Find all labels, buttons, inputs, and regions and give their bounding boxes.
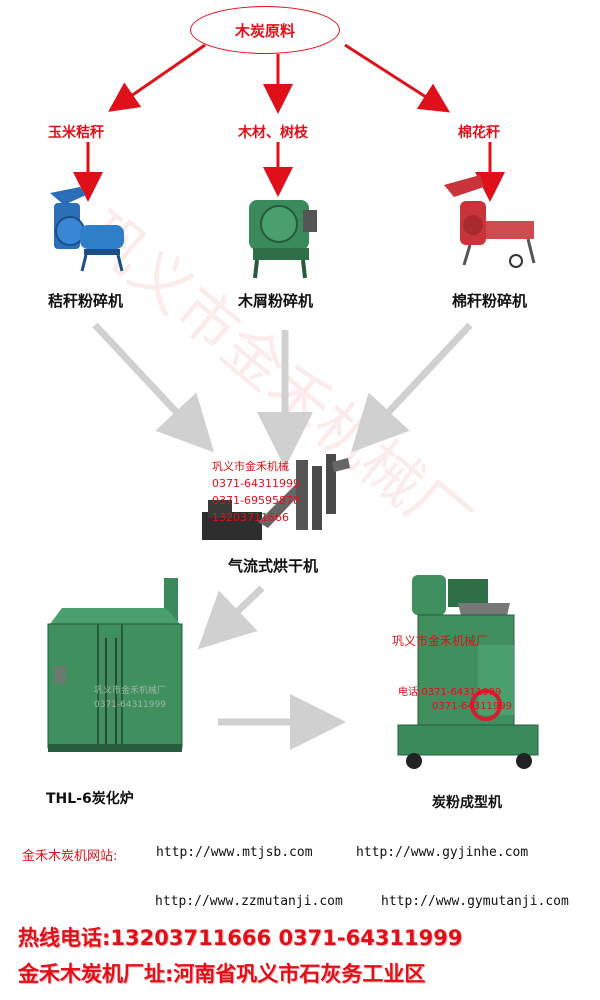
- sawdust-crusher-image: [249, 200, 317, 279]
- footer-url-3[interactable]: http://www.zzmutanji.com: [155, 894, 343, 909]
- dryer-image: [202, 454, 350, 540]
- footer-url-4[interactable]: http://www.gymutanji.com: [381, 894, 569, 909]
- furnace-overlay-phone: 0371-64311999: [94, 700, 166, 710]
- straw-crusher-label: 秸秆粉碎机: [48, 292, 124, 310]
- furnace-overlay: 巩义市金禾机械厂 0371-64311999: [94, 684, 166, 712]
- furnace-overlay-company: 巩义市金禾机械厂: [94, 686, 167, 696]
- source-wood-label: 木材、树枝: [238, 125, 308, 141]
- dryer-overlay-phone2: 0371-69595878: [212, 494, 300, 507]
- forming-overlay-phone1: 电话:0371-64311999: [398, 687, 502, 698]
- furnace-label: THL-6炭化炉: [46, 791, 134, 807]
- sawdust-crusher-label: 木屑粉碎机: [238, 292, 314, 310]
- source-corn-label: 玉米秸秆: [48, 125, 104, 141]
- straw-crusher-image: [50, 187, 124, 272]
- dryer-label: 气流式烘干机: [228, 557, 319, 575]
- raw-material-oval: 木炭原料: [190, 6, 340, 54]
- forming-overlay-company: 巩义市金禾机械厂: [392, 634, 489, 648]
- cotton-crusher-label: 棉秆粉碎机: [452, 292, 528, 310]
- forming-overlay-phone2: 0371-64311999: [432, 701, 512, 712]
- site-label: 金禾木炭机网站:: [22, 849, 118, 864]
- dryer-overlay-company: 巩义市金禾机械: [212, 460, 289, 473]
- dryer-overlay-phone3: 13203711666: [212, 511, 289, 524]
- source-cotton-label: 棉花秆: [458, 125, 500, 141]
- footer-url-2[interactable]: http://www.gyjinhe.com: [356, 845, 529, 860]
- forming-machine-image: [397, 575, 539, 769]
- furnace-image: [47, 578, 183, 752]
- footer-url-1[interactable]: http://www.mtjsb.com: [156, 845, 313, 860]
- hotline-text: 热线电话:13203711666 0371-64311999: [18, 926, 463, 950]
- dryer-overlay-phone1: 0371-64311999: [212, 477, 300, 490]
- dryer-overlay: 巩义市金禾机械 0371-64311999 0371-69595878 1320…: [212, 458, 300, 526]
- forming-overlay-phones: 电话:0371-64311999 0371-64311999: [398, 686, 512, 714]
- raw-material-label: 木炭原料: [234, 21, 295, 40]
- address-text: 金禾木炭机厂址:河南省巩义市石灰务工业区: [18, 962, 426, 986]
- forming-machine-label: 炭粉成型机: [432, 795, 502, 811]
- cotton-crusher-image: [444, 175, 536, 268]
